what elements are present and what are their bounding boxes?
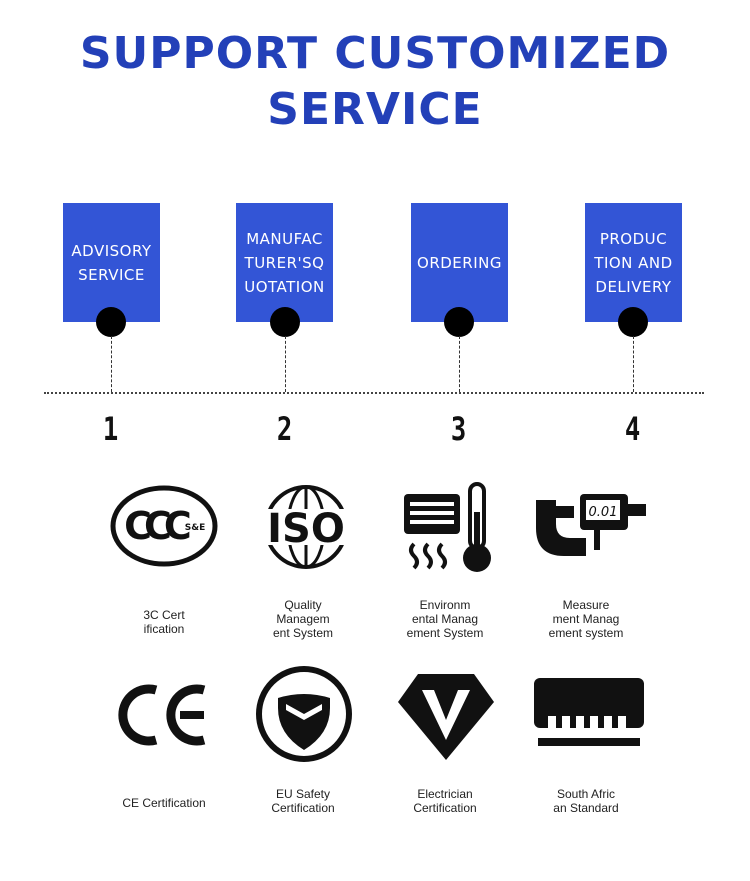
timeline-connector [633, 336, 634, 392]
timeline-connector [111, 336, 112, 392]
page-title-line2: SERVICE [267, 84, 483, 135]
step-box-ordering: ORDERING [411, 203, 508, 322]
cert-label-eu-safety: EU Safety Certification [271, 787, 335, 815]
timeline-dot [270, 307, 300, 337]
iso-icon-text: ISO [267, 506, 345, 552]
ce-icon [118, 684, 206, 746]
cert-label-measurement: Measure ment Manag ement system [548, 598, 624, 640]
ccc-icon-text: CCC [124, 504, 190, 548]
cert-label-quality: Quality Managem ent System [272, 598, 334, 640]
shield-icon [256, 666, 352, 762]
micrometer-icon: 0.01 [536, 494, 646, 556]
timeline-dot [618, 307, 648, 337]
timeline-dot [96, 307, 126, 337]
standard-plate-icon [534, 678, 644, 746]
timeline-dot [444, 307, 474, 337]
timeline-connector [285, 336, 286, 392]
cert-label-3c: 3C Cert ification [143, 608, 185, 636]
step-box-quotation: MANUFAC TURER'SQ UOTATION [236, 203, 333, 322]
step-number: 1 [102, 410, 119, 448]
ccc-icon-subtext: S&E [185, 523, 205, 533]
step-box-advisory: ADVISORY SERVICE [63, 203, 160, 322]
page-title-line1: SUPPORT CUSTOMIZED [79, 28, 671, 79]
step-box-delivery: PRODUC TION AND DELIVERY [585, 203, 682, 322]
cert-label-environmental: Environm ental Manag ement System [406, 598, 484, 640]
v-diamond-icon [398, 674, 494, 760]
cert-label-south-african: South Afric an Standard [553, 787, 619, 815]
step-number: 2 [276, 410, 293, 448]
ccc-icon: CCC S&E [110, 485, 218, 567]
timeline-connector [459, 336, 460, 392]
environment-thermometer-icon [404, 482, 491, 572]
step-number: 3 [450, 410, 467, 448]
cert-label-ce: CE Certification [122, 796, 206, 810]
step-number: 4 [624, 410, 641, 448]
timeline-line [44, 392, 704, 394]
iso-icon: ISO [257, 485, 355, 569]
micrometer-icon-text: 0.01 [589, 505, 618, 520]
cert-label-electrician: Electrician Certification [413, 787, 477, 815]
